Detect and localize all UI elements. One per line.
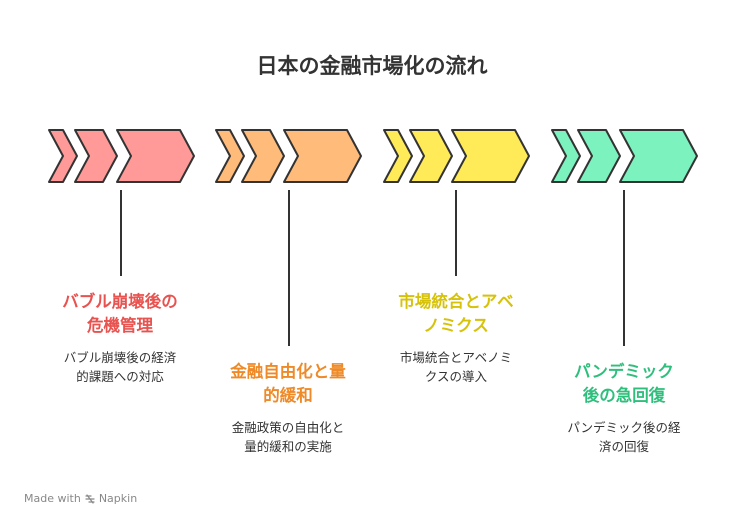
step-3-description: 市場統合とアベノミ クスの導入 [371,348,541,386]
step-4-chevron-icon [551,129,698,183]
footer-brand: Napkin [98,492,138,505]
step-1-heading-line2: 危機管理 [87,316,153,335]
diagram-title: 日本の金融市場化の流れ [256,54,488,78]
step-1-description: バブル崩壊後の経済 的課題への対応 [35,348,205,386]
step-1-heading: バブル崩壊後の 危機管理 [35,290,205,338]
step-2-chevron-medium [241,129,285,183]
step-2-chevron-icon [215,129,362,183]
step-1-chevron-large [116,129,195,183]
step-4-heading: パンデミック 後の急回復 [539,360,709,408]
step-3-heading-line2: ノミクス [423,316,489,335]
step-4-chevron-large [619,129,698,183]
step-1-chevron-icon [48,129,195,183]
napkin-logo-icon [85,493,95,504]
step-1-description-line1: バブル崩壊後の経済 [63,350,177,365]
step-4-heading-line2: 後の急回復 [582,386,666,405]
step-1-chevron-small [48,129,78,183]
step-3-chevron-small [383,129,413,183]
step-3-chevron-medium [409,129,453,183]
step-3-heading-line1: 市場統合とアベ [398,292,514,311]
step-3-chevron-large [451,129,530,183]
step-2-description: 金融政策の自由化と 量的緩和の実施 [203,418,373,456]
step-4-connector-line [623,190,625,346]
step-4-chevron-small [551,129,581,183]
step-2-heading: 金融自由化と量 的緩和 [203,360,373,408]
step-2-chevron-large [283,129,362,183]
step-4-chevron-medium [577,129,621,183]
step-4-description-line2: 済の回復 [598,439,649,454]
step-3-connector-line [455,190,457,276]
step-4-description: パンデミック後の経 済の回復 [539,418,709,456]
step-2-heading-line1: 金融自由化と量 [230,362,346,381]
step-1-description-line2: 的課題への対応 [76,369,164,384]
step-4-heading-line1: パンデミック [574,362,674,381]
step-3-heading: 市場統合とアベ ノミクス [371,290,541,338]
step-3-chevron-icon [383,129,530,183]
step-1-chevron-medium [74,129,118,183]
step-2-chevron-small [215,129,245,183]
step-3-description-line1: 市場統合とアベノミ [399,350,513,365]
step-1-heading-line1: バブル崩壊後の [62,292,178,311]
footer-made-with: Made with [24,492,81,505]
step-2-heading-line2: 的緩和 [263,386,313,405]
step-4-description-line1: パンデミック後の経 [567,420,681,435]
step-3-description-line2: クスの導入 [424,369,488,384]
step-2-connector-line [288,190,290,346]
step-2-description-line2: 量的緩和の実施 [244,439,332,454]
footer-attribution: Made with Napkin [24,492,137,505]
step-1-connector-line [120,190,122,276]
step-2-description-line1: 金融政策の自由化と [231,420,345,435]
